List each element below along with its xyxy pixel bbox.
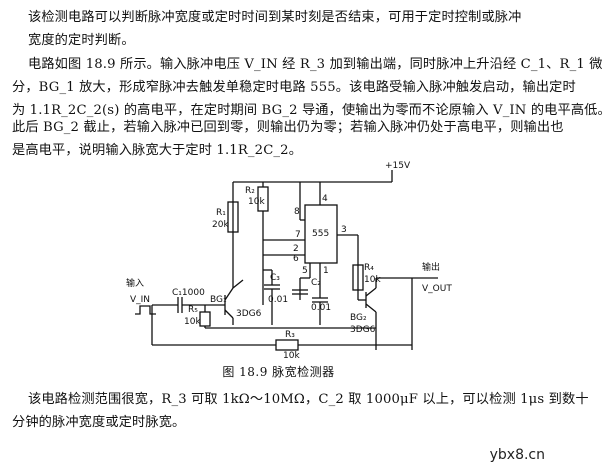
pin-1: 1 [323, 266, 329, 276]
paragraph-description: 电路如图 18.9 所示。输入脉冲电压 V_IN 经 R_3 加到输出端，同时脉… [12, 53, 611, 122]
r1-label: R₁ [216, 208, 226, 218]
input-label: 输入 [126, 277, 144, 289]
bg1-label: BG₁ [210, 295, 227, 305]
pin-6: 6 [293, 254, 299, 264]
r4-label: R₄ [364, 263, 374, 273]
c1-label: C₁1000 [172, 288, 205, 298]
r2-label: R₂ [245, 186, 255, 196]
c2-label: C₂ [311, 278, 321, 288]
paragraph-continuation: 此后 BG_2 截止，若输入脉冲已回到零，则输出仍为零；若输入脉冲仍处于高电平，… [12, 116, 564, 162]
text-line: 该电路检测范围很宽，R_3 可取 1kΩ～10MΩ，C_2 取 1000μF 以… [28, 392, 589, 407]
bg1-type: 3DG6 [236, 309, 262, 319]
c2-value: 0.01 [311, 303, 331, 313]
text-line: 为 1.1R_2C_2(s) 的高电平，在定时期间 BG_2 导通，使输出为零而… [12, 103, 611, 118]
ic-label: 555 [312, 229, 329, 239]
circuit-diagram: +15V R₂ 10k R₁ 20k 555 8 4 7 2 6 3 5 1 C… [126, 161, 452, 361]
r5-label: R₅ [188, 305, 198, 315]
pin-7: 7 [295, 230, 301, 240]
bg2-label: BG₂ [350, 313, 367, 323]
r2-value: 10k [248, 197, 265, 207]
pin-4: 4 [322, 194, 328, 204]
text-line: 该检测电路可以判断脉冲宽度或定时时间到某时刻是否结束，可用于定时控制或脉冲 [28, 10, 522, 25]
supply-label: +15V [385, 161, 411, 171]
r3-value: 10k [283, 351, 300, 361]
pin-5: 5 [302, 266, 308, 276]
text-line: 宽度的定时判断。 [28, 33, 135, 48]
c3-label: C₃ [270, 273, 280, 283]
pin-2: 2 [293, 244, 299, 254]
text-line: 此后 BG_2 截止，若输入脉冲已回到零，则输出仍为零；若输入脉冲仍处于高电平，… [12, 120, 564, 135]
text-line: 电路如图 18.9 所示。输入脉冲电压 V_IN 经 R_3 加到输出端，同时脉… [28, 57, 603, 72]
c3-value: 0.01 [268, 295, 288, 305]
text-line: 分钟的脉冲宽度或定时脉宽。 [12, 415, 186, 430]
r1-value: 20k [212, 220, 229, 230]
r3-label: R₃ [285, 330, 295, 340]
paragraph-intro: 该检测电路可以判断脉冲宽度或定时时间到某时刻是否结束，可用于定时控制或脉冲 宽度… [12, 6, 544, 52]
output-label: 输出 [422, 261, 440, 273]
vin-label: V_IN [130, 295, 150, 305]
bg2-type: 3DG6 [350, 325, 376, 335]
pin-8: 8 [294, 207, 300, 217]
paragraph-range: 该电路检测范围很宽，R_3 可取 1kΩ～10MΩ，C_2 取 1000μF 以… [12, 388, 589, 434]
text-line: 是高电平，说明输入脉宽大于定时 1.1R_2C_2。 [12, 143, 303, 158]
r4-value: 10k [364, 275, 381, 285]
figure-caption: 图 18.9 脉宽检测器 [222, 365, 335, 379]
pin-3: 3 [341, 225, 347, 235]
text-line: 分，BG_1 放大，形成窄脉冲去触发单稳定时电路 555。该电路受输入脉冲触发启… [12, 80, 576, 95]
r5-value: 10k [184, 317, 201, 327]
watermark: ybx8.cn [489, 447, 545, 463]
vout-label: V_OUT [422, 284, 452, 294]
